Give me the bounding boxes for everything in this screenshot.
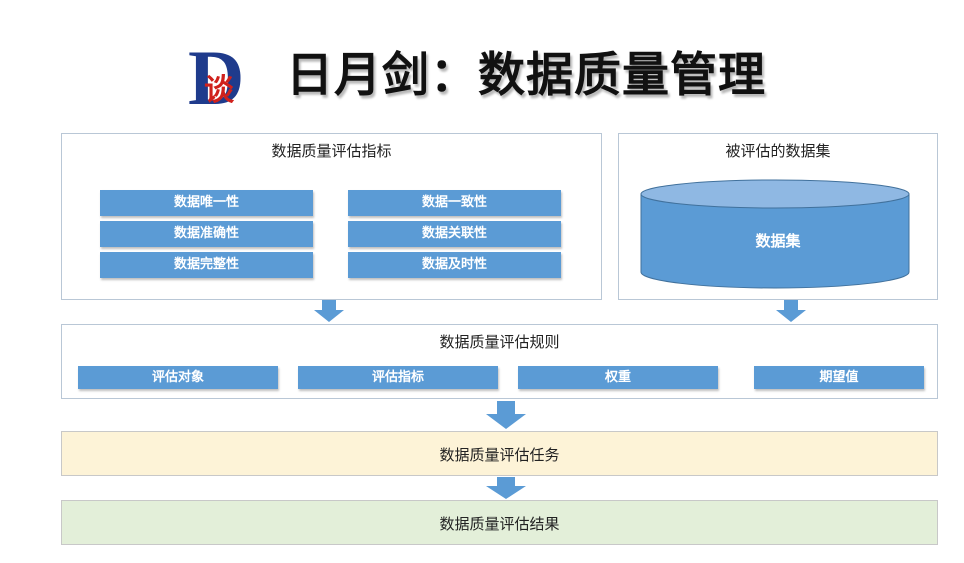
down-arrow-icon [486, 477, 526, 499]
indicator-accuracy: 数据准确性 [100, 221, 313, 247]
indicators-panel: 数据质量评估指标 数据唯一性 数据一致性 数据准确性 数据关联性 数据完整性 数… [61, 133, 602, 300]
logo: D 谈 [186, 34, 264, 121]
logo-letter-d: D [188, 38, 244, 112]
rule-expected-value: 期望值 [754, 366, 924, 389]
indicators-panel-title: 数据质量评估指标 [271, 142, 392, 160]
dataset-cylinder-label: 数据集 [755, 232, 801, 250]
indicator-completeness: 数据完整性 [100, 252, 313, 278]
down-arrow-icon [776, 300, 806, 322]
rule-evaluation-object: 评估对象 [78, 366, 278, 389]
indicator-relevance: 数据关联性 [348, 221, 561, 247]
rules-panel: 数据质量评估规则 评估对象 评估指标 权重 期望值 [61, 324, 938, 399]
page-title: 日月剑：数据质量管理 [286, 48, 766, 103]
rule-evaluation-indicator: 评估指标 [298, 366, 498, 389]
logo-char: 谈 [204, 73, 235, 108]
dataset-panel: 被评估的数据集 数据集 [618, 133, 938, 300]
down-arrow-icon [314, 300, 344, 322]
dataset-cylinder [640, 179, 910, 289]
result-label: 数据质量评估结果 [439, 515, 560, 533]
result-band: 数据质量评估结果 [61, 500, 938, 545]
indicator-consistency: 数据一致性 [348, 190, 561, 216]
down-arrow-icon [486, 401, 526, 429]
task-band: 数据质量评估任务 [61, 431, 938, 476]
task-label: 数据质量评估任务 [439, 446, 560, 464]
indicator-timeliness: 数据及时性 [348, 252, 561, 278]
rule-weight: 权重 [518, 366, 718, 389]
rules-panel-title: 数据质量评估规则 [439, 333, 560, 351]
dataset-panel-title: 被评估的数据集 [725, 142, 831, 160]
indicator-uniqueness: 数据唯一性 [100, 190, 313, 216]
